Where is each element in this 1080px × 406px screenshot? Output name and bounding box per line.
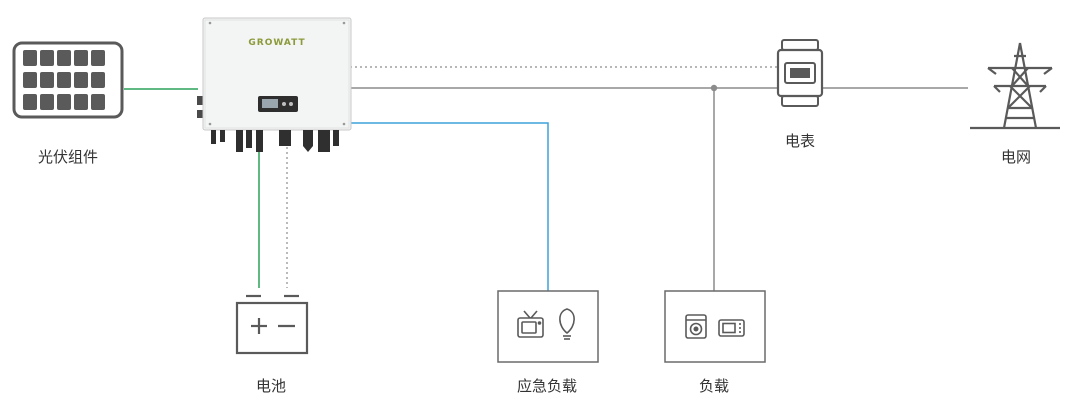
light-bulb-icon bbox=[559, 308, 575, 340]
eps-line bbox=[350, 122, 549, 291]
meter-label: 电表 bbox=[784, 132, 816, 150]
microwave-icon bbox=[718, 319, 745, 337]
load-box bbox=[664, 290, 766, 363]
solar-panel-icon bbox=[12, 41, 124, 119]
emergency-load-label: 应急负载 bbox=[516, 377, 578, 395]
pv-label: 光伏组件 bbox=[37, 148, 99, 166]
washing-machine-icon bbox=[685, 314, 707, 339]
inverter-icon bbox=[197, 17, 352, 152]
transmission-tower-icon bbox=[970, 42, 1060, 130]
inverter-brand-logo: GROWATT bbox=[248, 38, 305, 48]
tv-icon bbox=[517, 310, 544, 338]
smart-meter-icon bbox=[776, 39, 824, 107]
battery-label: 电池 bbox=[255, 377, 287, 395]
battery-icon bbox=[235, 294, 309, 355]
load-label: 负载 bbox=[698, 377, 730, 395]
junction-dot bbox=[710, 84, 718, 92]
emergency-load-box bbox=[497, 290, 599, 363]
connection-lines bbox=[124, 66, 968, 291]
grid-label: 电网 bbox=[1000, 148, 1032, 166]
